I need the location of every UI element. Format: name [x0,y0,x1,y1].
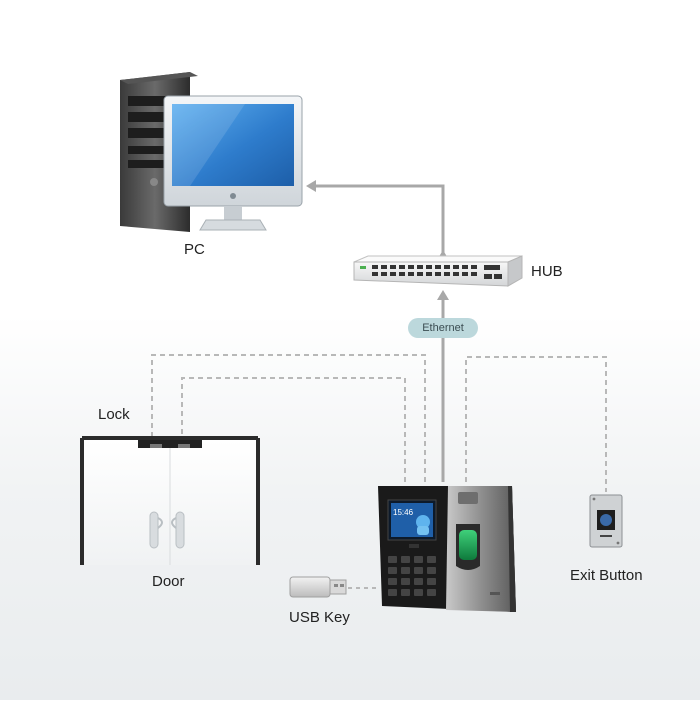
exit-button-wire [465,356,607,492]
usb-key [289,576,347,598]
door-label: Door [152,573,185,590]
terminal-keypad [388,556,436,596]
pc-label: PC [184,241,205,258]
exit-button-device [589,494,623,548]
pc-computer [120,72,303,232]
exit-button-label: Exit Button [570,567,643,584]
usb-key-label: USB Key [289,609,350,626]
door-handles [149,511,185,549]
hub-to-pc-line [312,184,445,256]
hub-label: HUB [531,263,563,280]
lock-wire-outer [151,354,426,482]
fingerprint-terminal: 15:46 [378,486,516,612]
door [80,436,260,565]
arrowhead-to-pc [306,180,316,192]
network-hub [353,255,523,287]
fingerprint-sensor [459,530,477,560]
magnetic-lock [138,440,202,448]
terminal-clock: 15:46 [393,508,414,517]
arrowhead-ethernet [437,290,449,300]
pc-monitor [163,95,303,231]
lock-label: Lock [98,406,130,423]
ethernet-label: Ethernet [408,318,478,338]
